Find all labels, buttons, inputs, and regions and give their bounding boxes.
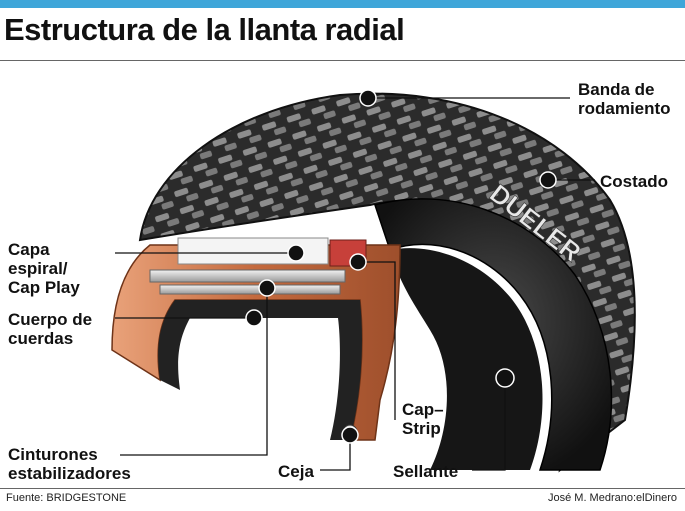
tire-body [111, 92, 636, 473]
label-line: estabilizadores [8, 464, 131, 483]
label-ceja: Ceja [278, 462, 314, 481]
label-cap-strip: Cap– Strip [402, 400, 444, 438]
label-capa-espiral: Capa espiral/ Cap Play [8, 240, 80, 297]
leader-lines [115, 97, 595, 471]
title-rule [0, 60, 685, 61]
label-line: Banda de [578, 80, 655, 99]
label-cuerpo-de-cuerdas: Cuerpo de cuerdas [8, 310, 92, 348]
label-line: Cuerpo de [8, 310, 93, 329]
label-line: espiral/ [8, 259, 68, 278]
label-line: Strip [402, 419, 441, 438]
label-line: cuerdas [8, 329, 74, 348]
tire-illustration: DUELER [111, 89, 636, 473]
footer-rule [0, 488, 685, 489]
label-line: Cap– [402, 400, 444, 419]
label-cinturones-estabilizadores: Cinturones estabilizadores [8, 445, 131, 483]
label-banda-de-rodamiento: Banda de rodamiento [578, 80, 671, 118]
footer-source: Fuente: BRIDGESTONE [6, 492, 127, 504]
label-line: Cap Play [8, 278, 80, 297]
diagram-title: Estructura de la llanta radial [4, 12, 405, 47]
marker-dots [245, 89, 557, 444]
accent-bar [0, 0, 685, 8]
label-line: Capa [8, 240, 50, 259]
label-line: Cinturones [8, 445, 98, 464]
footer-credit: José M. Medrano:elDinero [547, 492, 677, 504]
label-line: rodamiento [578, 99, 671, 118]
label-costado: Costado [600, 172, 668, 191]
label-sellante: Sellante [393, 462, 459, 481]
